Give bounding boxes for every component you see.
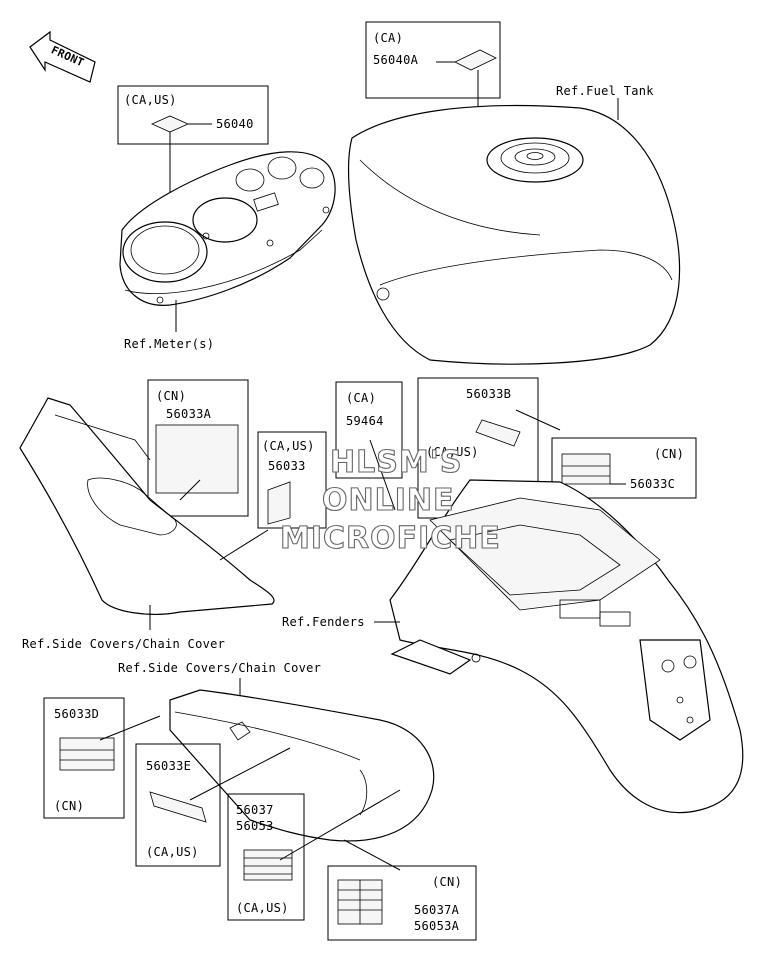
label-box-56037a — [327, 865, 477, 941]
region-cn-56033d: (CN) — [54, 799, 84, 813]
decal-56040 — [151, 115, 189, 133]
watermark-line-3: MICROFICHE — [280, 521, 501, 556]
region-cn-56033c: (CN) — [654, 447, 684, 461]
part-number-56033c[interactable]: 56033C — [630, 477, 675, 491]
meter-cluster — [119, 151, 336, 306]
region-ca-59464: (CA) — [346, 391, 376, 405]
part-number-56033a[interactable]: 56033A — [166, 407, 212, 421]
decal-56033b — [475, 419, 521, 447]
watermark-line-1: HLSM'S — [330, 445, 462, 480]
decal-56033 — [267, 481, 291, 525]
part-number-56040[interactable]: 56040 — [216, 117, 254, 131]
region-ca-56040a: (CA) — [373, 31, 403, 45]
part-number-59464[interactable]: 59464 — [346, 414, 384, 428]
fuel-tank — [347, 98, 681, 365]
decal-56033e — [149, 791, 207, 823]
label-box-56040 — [117, 85, 269, 145]
region-ca-us-56033e: (CA,US) — [146, 845, 199, 859]
front-arrow-icon: FRONT — [29, 30, 96, 83]
watermark: HLSM'S ONLINE MICROFICHE — [279, 444, 501, 556]
part-number-56053[interactable]: 56053 — [236, 819, 274, 833]
region-ca-us-56040: (CA,US) — [124, 93, 177, 107]
side-cover-upper — [19, 397, 275, 615]
decal-56033a — [155, 424, 239, 494]
label-box-56040a — [365, 21, 501, 99]
region-ca-us-56033: (CA,US) — [262, 439, 315, 453]
label-box-56033e — [135, 743, 221, 867]
label-box-59464 — [335, 381, 403, 479]
part-number-56033b[interactable]: 56033B — [466, 387, 511, 401]
region-cn-56037a: (CN) — [432, 875, 462, 889]
part-number-56033e[interactable]: 56033E — [146, 759, 191, 773]
side-cover-lower — [169, 689, 435, 842]
part-number-56037[interactable]: 56037 — [236, 803, 274, 817]
decal-56033c — [561, 453, 611, 485]
label-box-56033 — [257, 431, 327, 529]
label-box-56037 — [227, 793, 305, 921]
ref-fenders-label[interactable]: Ref.Fenders — [282, 615, 365, 629]
ref-side-covers-label-1[interactable]: Ref.Side Covers/Chain Cover — [22, 637, 225, 651]
ref-side-covers-label-2[interactable]: Ref.Side Covers/Chain Cover — [118, 661, 321, 675]
part-number-56033d[interactable]: 56033D — [54, 707, 99, 721]
part-number-56033[interactable]: 56033 — [268, 459, 306, 473]
decal-56037 — [243, 849, 293, 881]
region-ca-us-56037: (CA,US) — [236, 901, 289, 915]
ref-fuel-tank-label[interactable]: Ref.Fuel Tank — [556, 84, 654, 98]
label-box-56033a — [147, 379, 249, 517]
label-box-56033c — [551, 437, 697, 499]
watermark-line-2: ONLINE — [322, 483, 455, 518]
label-box-56033d — [43, 697, 125, 819]
region-cn-56033a: (CN) — [156, 389, 186, 403]
decal-56033d — [59, 737, 115, 771]
region-ca-us-56033b: (CA,US) — [426, 445, 479, 459]
part-number-56040a[interactable]: 56040A — [373, 53, 419, 67]
decal-56040a — [454, 49, 497, 71]
rear-fender — [389, 479, 744, 814]
part-number-56037a[interactable]: 56037A — [414, 903, 460, 917]
ref-meter-label[interactable]: Ref.Meter(s) — [124, 337, 214, 351]
part-number-56053a[interactable]: 56053A — [414, 919, 460, 933]
